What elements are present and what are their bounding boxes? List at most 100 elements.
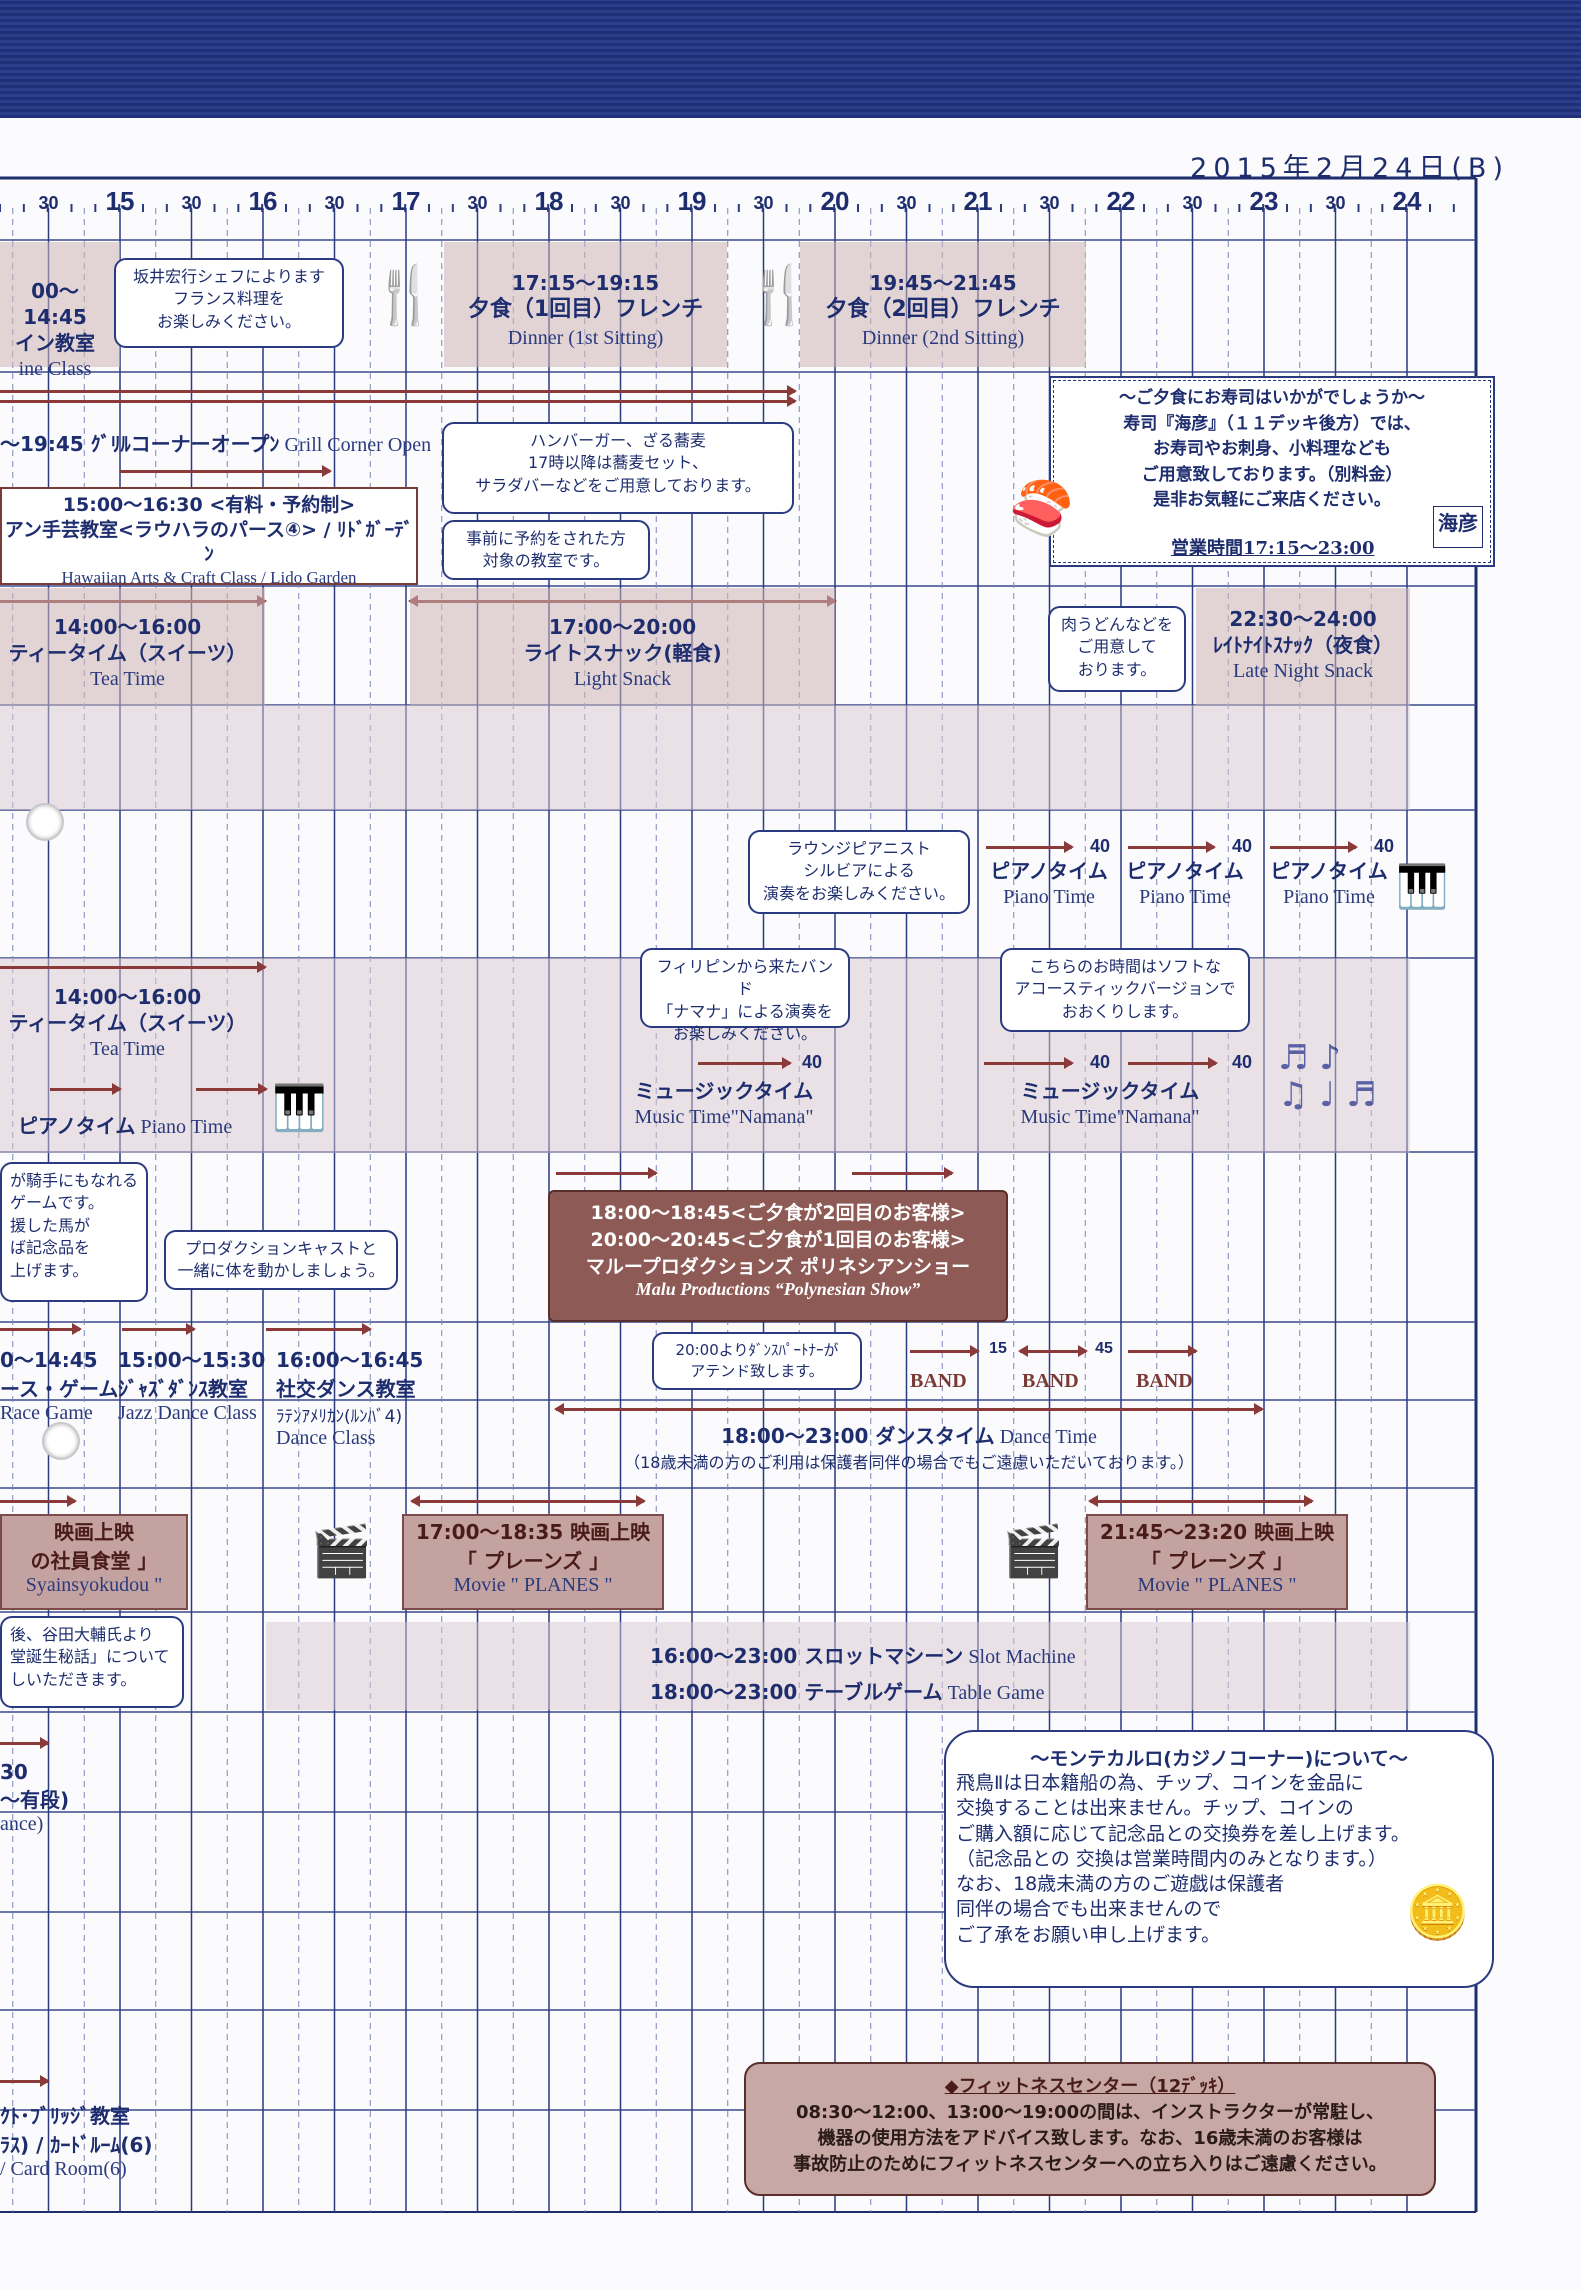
social-jp: 社交ダンス教室 <box>276 1377 416 1401</box>
movie-left-l3: Syainsyokudou " <box>25 1574 163 1596</box>
slot: 16:00〜23:00 スロットマシーン Slot Machine <box>650 1640 1076 1669</box>
music2-mark-1: 40 <box>1089 1052 1111 1072</box>
race-jp: ース・ゲーム <box>0 1377 119 1401</box>
half-hour-label: 30 <box>467 193 488 213</box>
race-arrow <box>0 1323 82 1335</box>
band-label-1: BAND <box>910 1370 967 1392</box>
snack-jp: ライトスナック(軽食) <box>523 641 722 665</box>
movie-left-arrow <box>0 1495 77 1507</box>
casino-box: 〜モンテカルロ(カジノコーナー)について〜 飛鳥Ⅱは日本籍船の為、チップ、コイン… <box>944 1730 1494 1988</box>
horse-bubble: が騎手にもなれる ゲームです。 援した馬が ば記念品を 上げます。 <box>0 1162 148 1302</box>
pianist-bubble: ラウンジピアニスト シルビアによる 演奏をお楽しみください。 <box>748 830 970 914</box>
show-l2: 20:00〜20:45<ご夕食が1回目のお客様> <box>590 1229 966 1251</box>
movie2-l1: 21:45〜23:20 映画上映 <box>1099 1520 1335 1544</box>
fitness-box: ◆フィットネスセンター（12ﾃﾞｯｷ） 08:30〜12:00、13:00〜19… <box>744 2062 1436 2196</box>
casino-line: なお、18歳未満の方のご遊戯は保護者 <box>956 1873 1285 1896</box>
sushi-line: 是非お気軽にご来店ください。 <box>1153 490 1391 510</box>
piano-icon-2: 🎹 <box>272 1083 327 1134</box>
hour-label: 24 <box>1392 186 1422 216</box>
piano-mark-3: 40 <box>1373 836 1395 856</box>
half-hour-label: 30 <box>1039 193 1060 213</box>
sushi-line: 寿司『海彦』（１１デッキ後方）では、 <box>1123 413 1421 434</box>
casino-line: 同伴の場合でも出来ませんので <box>956 1898 1222 1921</box>
lunch-jp: イン教室 <box>15 331 95 355</box>
bridge-l2: ﾗｽ) / ｶｰﾄﾞﾙｰﾑ(6) <box>0 2133 153 2157</box>
sushi-box: 〜ご夕食にお寿司はいかがでしょうか〜寿司『海彦』（１１デッキ後方）では、お寿司や… <box>1009 376 1495 567</box>
grill-label: 〜19:45 ｸﾞﾘﾙコーナーオープﾝ Grill Corner Open <box>0 428 431 457</box>
hawaiian-arrow <box>120 465 332 477</box>
lunch-shade <box>0 242 120 367</box>
movie-left-l2: の社員食堂 」 <box>30 1549 158 1573</box>
music2-arrow-2 <box>1128 1057 1218 1069</box>
social-sub: ﾗﾃﾝｱﾒﾘｶﾝ(ﾙﾝﾊﾞ4) <box>276 1407 403 1427</box>
casino-shade <box>266 1622 1410 1710</box>
band-mark-45: 45 <box>1095 1340 1113 1357</box>
social-en: Dance Class <box>276 1427 376 1449</box>
sushi-lines: 〜ご夕食にお寿司はいかがでしょうか〜寿司『海彦』（１１デッキ後方）では、お寿司や… <box>1051 386 1493 514</box>
band-bubble: フィリピンから来たバンド 「ナマナ」による演奏を お楽しみください。 <box>640 948 850 1043</box>
half-hour-label: 30 <box>38 193 59 213</box>
dinner2-jp: 夕食（2回目）フレンチ <box>825 297 1061 322</box>
movie-left-l1: 映画上映 <box>54 1520 134 1544</box>
soft-bubble: こちらのお時間はソフトな アコースティックバージョンで おおくりします。 <box>1000 948 1250 1032</box>
dinner2-en: Dinner (2nd Sitting) <box>861 326 1025 349</box>
hour-label: 21 <box>963 186 993 216</box>
casino-lines: 飛鳥Ⅱは日本籍船の為、チップ、コインを金品に交換することは出来ません。チップ、コ… <box>956 1771 1492 1948</box>
music2-en: Music Time"Namana" <box>1020 1106 1200 1128</box>
dinner-icon: 🍴 <box>370 263 440 328</box>
casino-title: 〜モンテカルロ(カジノコーナー)について〜 <box>1030 1748 1408 1770</box>
late-shade <box>1196 588 1410 705</box>
production-bubble: プロダクションキャストと 一緒に体を動かしましょう。 <box>164 1230 398 1290</box>
movie2-box: 21:45〜23:20 映画上映 「 プレーンズ 」 Movie " PLANE… <box>1086 1514 1348 1610</box>
bridge-l1: ｸﾄ･ﾌﾞﾘｯｼﾞ教室 <box>0 2104 130 2128</box>
sushi-line: ご用意致しております。（別料金） <box>1141 464 1403 485</box>
piano1-en: Piano Time <box>1003 886 1095 908</box>
lounge-shade-a <box>0 705 1410 810</box>
piano-arrow-1 <box>986 841 1074 853</box>
piano-small-arrow-1 <box>50 1083 122 1095</box>
jazz-arrow <box>122 1323 196 1335</box>
dinner1: 17:15〜19:15 夕食（1回目）フレンチ Dinner (1st Sitt… <box>444 270 727 351</box>
band-arrow-1 <box>910 1345 980 1357</box>
hour-label: 15 <box>105 186 135 216</box>
udon-bubble: 肉うどんなどを ご用意して おります。 <box>1048 606 1186 692</box>
tea2-arrow <box>0 961 267 973</box>
piano-small-en: Piano Time <box>140 1116 233 1138</box>
movie-clapper-icon: 🎬 <box>310 1522 373 1580</box>
binder-hole-2 <box>42 1422 80 1460</box>
piano-mark-1: 40 <box>1089 836 1111 856</box>
left-30-l2: 〜有段) <box>0 1788 70 1812</box>
piano2-jp: ピアノタイム <box>1126 859 1244 883</box>
tea2-jp: ティータイム（スイーツ） <box>8 1011 247 1035</box>
hour-label: 18 <box>534 186 564 216</box>
dinner2-time: 19:45〜21:45 <box>869 271 1017 295</box>
top-banner <box>0 0 1581 118</box>
sushi-line: お寿司やお刺身、小料理なども <box>1153 439 1391 459</box>
movie-clapper-icon-2: 🎬 <box>1002 1522 1065 1580</box>
piano-arrow-2 <box>1128 841 1216 853</box>
race-time: 0〜14:45 <box>0 1348 98 1372</box>
piano-icon: 🎹 <box>1396 862 1449 911</box>
late-jp: ﾚｲﾄﾅｲﾄｽﾅｯｸ（夜食） <box>1213 633 1393 657</box>
music1: ミュージックタイム Music Time"Namana" <box>604 1078 844 1130</box>
left-30-arrow <box>0 1737 50 1749</box>
band-arrow-3 <box>1128 1345 1198 1357</box>
casino-line: ご購入額に応じて記念品との交換券を差し上げます。 <box>956 1822 1410 1845</box>
jazz-time: 15:00〜15:30 <box>118 1348 266 1372</box>
tea2-en: Tea Time <box>90 1038 165 1060</box>
hawaiian-jp: アン手芸教室<ラウハラのパース④> / ﾘﾄﾞｶﾞｰﾃﾞﾝ <box>4 518 414 566</box>
music1-arrow <box>698 1057 792 1069</box>
dance-time: 18:00〜23:00 ダンスタイム Dance Time （18歳未満の方のご… <box>556 1420 1262 1473</box>
left-30: 30 〜有段) ance) <box>0 1760 69 1836</box>
reserve-bubble: 事前に予約をされた方 対象の教室です。 <box>442 520 650 580</box>
race: 0〜14:45 ース・ゲーム Race Game <box>0 1344 120 1425</box>
talk-bubble: 後、谷田大輔氏より 堂誕生秘話」について しいただきます。 <box>0 1616 184 1708</box>
dance-note: （18歳未満の方のご利用は保護者同伴の場合でもご遠慮いただいております。） <box>624 1453 1194 1472</box>
hour-label: 20 <box>820 186 850 216</box>
jazz-en: Jazz Dance Class <box>118 1402 257 1424</box>
half-hour-label: 30 <box>324 193 345 213</box>
movie2-l3: Movie " PLANES " <box>1137 1574 1297 1596</box>
grill-en: Grill Corner Open <box>284 434 432 456</box>
tea1-en: Tea Time <box>90 668 165 690</box>
tea1-shade <box>0 588 265 705</box>
